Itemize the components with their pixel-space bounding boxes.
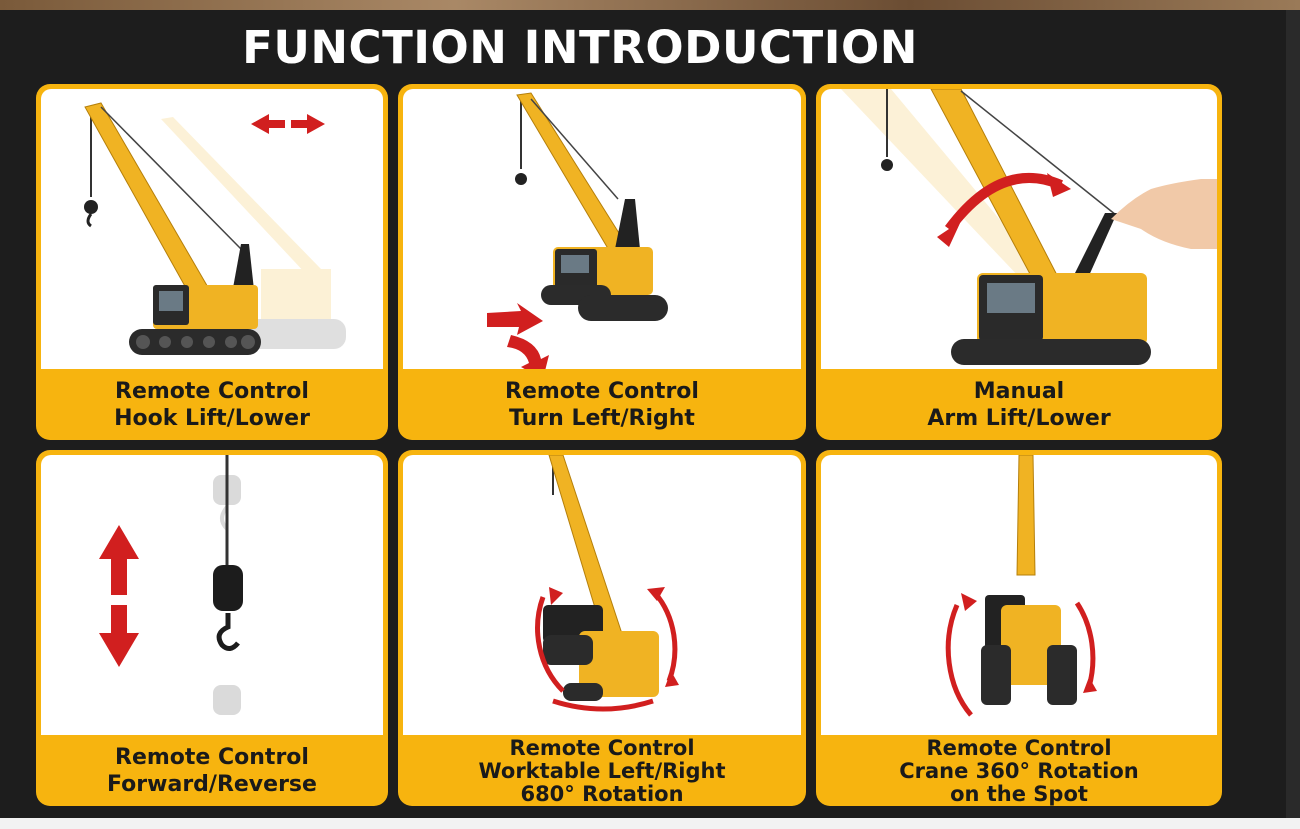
crane-front-rotation-icon — [945, 455, 1097, 717]
panel-crane-360-rotation: Remote Control Crane 360° Rotation on th… — [816, 450, 1222, 806]
crane-arm-hand-icon — [841, 89, 1217, 365]
panel-hook-lift: Remote Control Hook Lift/Lower — [36, 84, 388, 440]
bottom-border-strip — [0, 818, 1300, 829]
panel-image-area — [403, 89, 801, 369]
panel-image-area — [403, 455, 801, 735]
crane-side-arrows-icon — [84, 102, 346, 355]
top-border-strip — [0, 0, 1300, 10]
panel-worktable-rotation: Remote Control Worktable Left/Right 680°… — [398, 450, 806, 806]
caption-line1: Remote Control — [115, 379, 309, 404]
page-title: FUNCTION INTRODUCTION — [242, 21, 918, 74]
caption-line3: 680° Rotation — [520, 781, 684, 806]
caption-line2: Turn Left/Right — [509, 406, 695, 431]
hook-updown-arrow-icon — [99, 455, 243, 715]
caption-line3: on the Spot — [950, 781, 1088, 806]
panel-forward-reverse: Remote Control Forward/Reverse — [36, 450, 388, 806]
caption-line2: Arm Lift/Lower — [927, 406, 1111, 431]
panel-caption: Manual Arm Lift/Lower — [816, 370, 1222, 440]
panel-image-area — [821, 89, 1217, 369]
panel-arm-lift: Manual Arm Lift/Lower — [816, 84, 1222, 440]
caption-line1: Manual — [973, 379, 1065, 404]
panel-image-area — [41, 455, 383, 735]
crane-turn-arrow-icon — [487, 92, 668, 369]
caption-line2: Crane 360° Rotation — [899, 758, 1139, 783]
caption-line2: Hook Lift/Lower — [114, 406, 310, 431]
panel-caption: Remote Control Turn Left/Right — [398, 370, 806, 440]
panel-caption: Remote Control Forward/Reverse — [36, 736, 388, 806]
caption-line1: Remote Control — [926, 735, 1112, 760]
caption-line2: Forward/Reverse — [107, 772, 317, 797]
panel-caption: Remote Control Crane 360° Rotation on th… — [816, 736, 1222, 806]
caption-line1: Remote Control — [509, 735, 695, 760]
caption-line1: Remote Control — [505, 379, 699, 404]
caption-line2: Worktable Left/Right — [478, 758, 726, 783]
panel-image-area — [41, 89, 383, 369]
panel-image-area — [821, 455, 1217, 735]
panel-caption: Remote Control Hook Lift/Lower — [36, 370, 388, 440]
panel-turn: Remote Control Turn Left/Right — [398, 84, 806, 440]
right-edge-strip — [1286, 10, 1300, 818]
crane-rotation-arrows-icon — [535, 455, 679, 712]
caption-line1: Remote Control — [115, 745, 309, 770]
panel-caption: Remote Control Worktable Left/Right 680°… — [398, 736, 806, 806]
